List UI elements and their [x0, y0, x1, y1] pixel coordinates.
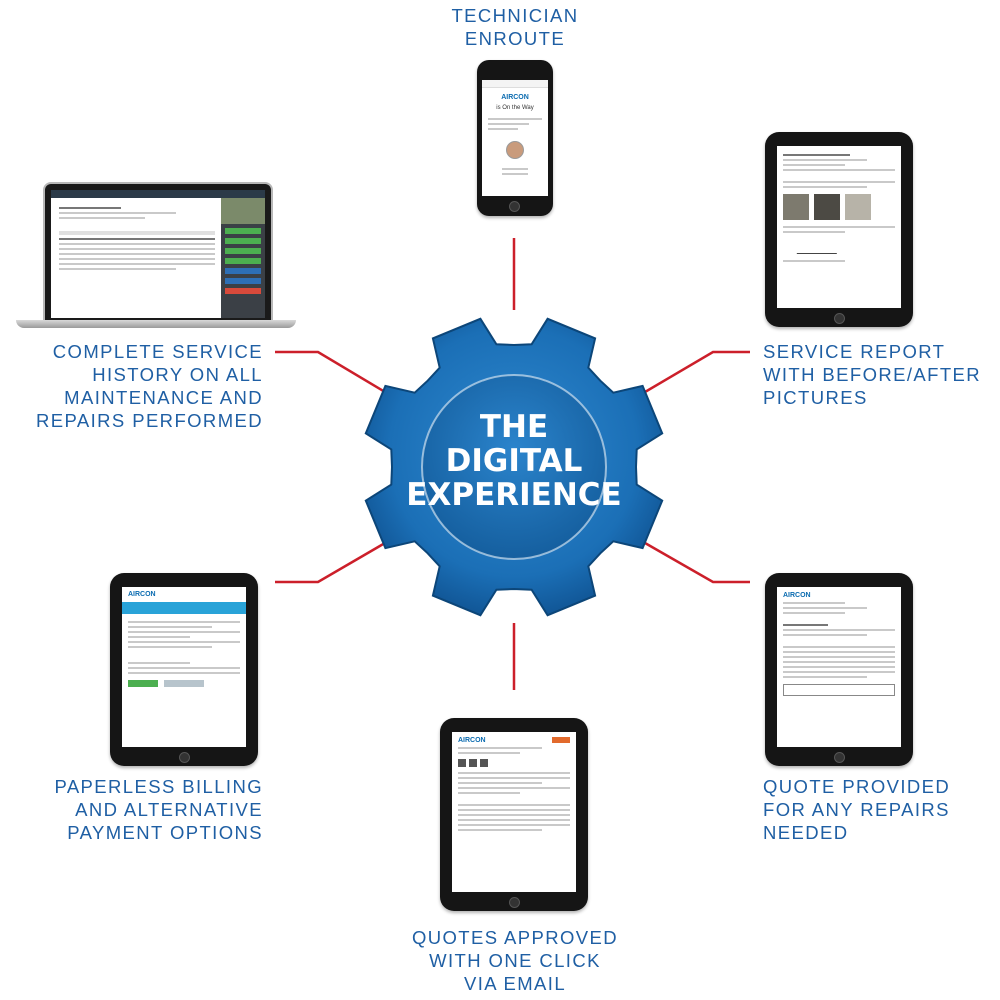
connector-lower-left — [275, 541, 386, 584]
approve-button-graphic — [552, 737, 570, 743]
gear-inner-ring — [421, 374, 607, 560]
tablet-home-button — [509, 897, 520, 908]
tablet-home-button — [834, 752, 845, 763]
laptop-base — [16, 320, 296, 328]
label-quotes-approved: QUOTES APPROVED WITH ONE CLICK VIA EMAIL — [411, 927, 619, 994]
phone-device: AIRCON is On the Way — [477, 60, 553, 216]
gear-title-line-2: DIGITAL — [446, 443, 583, 479]
tablet-service-report — [765, 132, 913, 327]
laptop-device — [16, 182, 296, 332]
phone-home-button — [509, 201, 520, 212]
technician-photo — [506, 141, 524, 159]
gear-title-line-1: THE — [480, 409, 548, 445]
label-paperless-billing: PAPERLESS BILLING AND ALTERNATIVE PAYMEN… — [54, 776, 263, 843]
phone-headline: is On the Way — [496, 105, 534, 111]
approve-screen: AIRCON — [452, 732, 576, 892]
quote-total-box — [783, 684, 895, 696]
label-technician-enroute: TECHNICIAN ENROUTE — [451, 5, 579, 49]
after-photo — [845, 194, 871, 220]
phone-screen: AIRCON is On the Way — [482, 80, 548, 196]
tablet-home-button — [179, 752, 190, 763]
tablet-quote: AIRCON — [765, 573, 913, 766]
label-service-history: COMPLETE SERVICE HISTORY ON ALL MAINTENA… — [36, 341, 263, 431]
signature-mark — [796, 241, 842, 254]
phone-brand: AIRCON — [501, 94, 529, 101]
connector-lower-right — [644, 541, 750, 584]
quote-screen: AIRCON — [777, 587, 901, 747]
service-report-screen — [777, 146, 901, 308]
tablet-approve: AIRCON — [440, 718, 588, 911]
label-quote-provided: QUOTE PROVIDED FOR ANY REPAIRS NEEDED — [763, 776, 951, 843]
alt-payment-button-graphic — [164, 680, 204, 687]
connector-upper-left — [275, 350, 386, 394]
laptop-screen — [51, 190, 265, 318]
label-service-report: SERVICE REPORT WITH BEFORE/AFTER PICTURE… — [763, 341, 982, 408]
gear-title-line-3: EXPERIENCE — [406, 477, 621, 513]
before-photo-1 — [783, 194, 809, 220]
connector-upper-right — [644, 350, 750, 394]
billing-screen: AIRCON — [122, 587, 246, 747]
tablet-home-button — [834, 313, 845, 324]
before-photo-2 — [814, 194, 840, 220]
tablet-billing: AIRCON — [110, 573, 258, 766]
pay-now-button-graphic — [128, 680, 158, 687]
laptop-lid — [43, 182, 273, 324]
